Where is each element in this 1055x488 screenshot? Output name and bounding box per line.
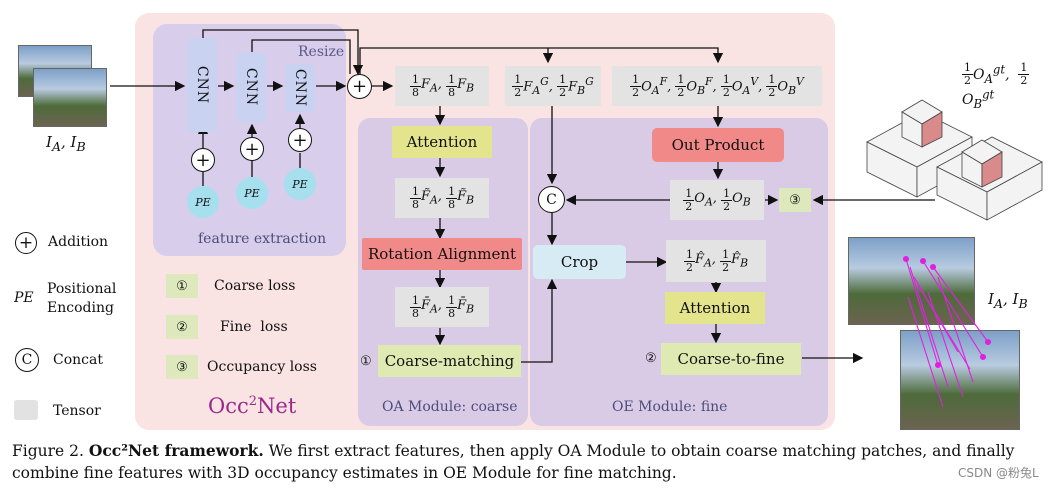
encoding-legend-label: Encoding [47,300,114,316]
output-image-b [900,330,1020,430]
loss-legend-num-1: ① [166,274,198,298]
addition-legend-label: Addition [48,234,109,250]
concat-icon: C [538,186,565,213]
concat-legend-icon: C [15,348,39,372]
tensor-legend-label: Tensor [53,403,101,419]
output-label: IA, IB [988,290,1028,311]
oe-module-title: OE Module: fine [612,399,728,415]
fine-loss-marker: ② [645,351,657,366]
loss-legend-num-2: ② [166,315,198,339]
loss-legend-label-3: Occupancy loss [207,359,317,375]
input-image-b [33,68,107,127]
pe-legend-symbol: PE [14,290,34,306]
positional-legend-label: Positional [47,281,117,297]
addition-icon-2: + [240,137,264,161]
out-product-block: Out Product [652,128,784,162]
coarse-loss-marker: ① [360,354,372,369]
figure-caption: Figure 2. Occ²Net framework. We first ex… [12,441,1015,482]
rotation-alignment-block: Rotation Alignment [362,238,522,270]
match-lines [902,255,992,408]
pe-node-2: PE [236,177,268,209]
input-label: IA, IB [46,133,86,154]
cnn-block-2: CNN [236,52,266,122]
coarse-to-fine-block: Coarse-to-fine [661,343,801,375]
tensor-legend-swatch [14,400,38,420]
pe-node-3: PE [284,168,316,200]
concat-legend-label: Concat [53,352,103,368]
oa-module-title: OA Module: coarse [382,399,518,415]
loss-legend-label-2: Fine loss [220,319,288,335]
loss-legend-label-1: Coarse loss [214,278,296,294]
pe-node-1: PE [187,186,219,218]
addition-legend-icon: + [15,232,37,254]
occupancy-loss-marker: ③ [779,188,811,212]
addition-icon-main: + [347,74,372,99]
addition-icon-1: + [191,148,215,172]
oa-attention-block: Attention [392,126,492,158]
watermark: CSDN @粉兔L [958,466,1039,480]
cnn-block-3: CNN [285,64,315,112]
resize-label: Resize [298,44,345,60]
crop-block: Crop [533,245,626,279]
cnn-block-1: CNN [187,38,217,132]
coarse-matching-block: Coarse-matching [378,345,521,377]
occ2net-brand: Occ2Net [208,394,297,418]
occupancy-cubes-icon [866,99,1043,221]
oe-attention-block: Attention [665,292,765,324]
addition-icon-3: + [288,128,312,152]
loss-legend-num-3: ③ [166,355,198,379]
feature-extraction-title: feature extraction [198,231,327,247]
